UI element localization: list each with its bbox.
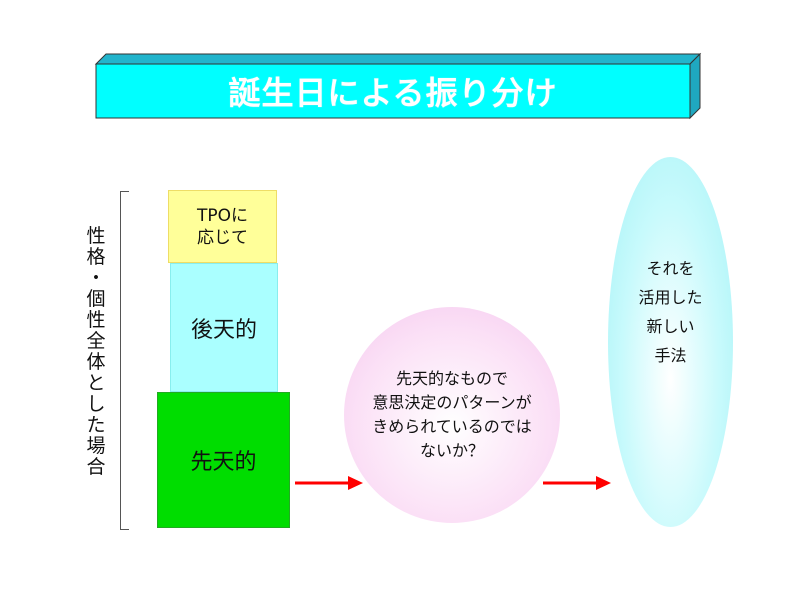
tpo-box: TPOに 応じて <box>168 190 277 263</box>
side-label-char: 格 <box>86 246 106 268</box>
side-label-char: と <box>86 372 106 394</box>
side-label-char: 全 <box>86 330 106 352</box>
acquired-label: 後天的 <box>190 317 257 343</box>
side-label-char: 場 <box>86 435 106 457</box>
hypothesis-circle: 先天的なもので 意思決定のパターンが きめられているのでは ないか？ <box>344 307 560 523</box>
result-line: それを <box>646 259 695 278</box>
result-line: 新しい <box>646 317 695 336</box>
result-line: 手法 <box>654 346 687 365</box>
side-label-char: 性 <box>86 309 106 331</box>
result-ellipse: それを 活用した 新しい 手法 <box>608 157 733 527</box>
bracket <box>120 191 129 530</box>
hypothesis-line: きめられているのでは <box>372 417 532 436</box>
arrow-1 <box>295 476 363 490</box>
side-label-char: 個 <box>86 288 106 310</box>
acquired-box: 後天的 <box>170 263 278 392</box>
side-label-char: 体 <box>86 351 106 373</box>
result-line: 活用した <box>638 288 703 307</box>
innate-label: 先天的 <box>190 450 257 475</box>
hypothesis-line: 先天的なもので <box>395 369 508 388</box>
tpo-line: 応じて <box>197 227 248 248</box>
side-label-char: た <box>86 414 106 436</box>
side-label-char: し <box>86 393 106 415</box>
hypothesis-line: ないか？ <box>419 441 484 460</box>
side-label-char: 性 <box>86 225 106 247</box>
side-label-vertical: 性 格 ・ 個 性 全 体 と し た 場 合 <box>84 226 108 478</box>
side-label-char: ・ <box>86 267 106 289</box>
innate-box: 先天的 <box>157 392 290 528</box>
side-label-char: 合 <box>86 456 106 478</box>
tpo-line: TPOに <box>196 205 249 226</box>
slide-title: 誕生日による振り分け <box>228 74 558 112</box>
hypothesis-line: 意思決定のパターンが <box>372 393 532 412</box>
arrow-2 <box>543 476 611 490</box>
